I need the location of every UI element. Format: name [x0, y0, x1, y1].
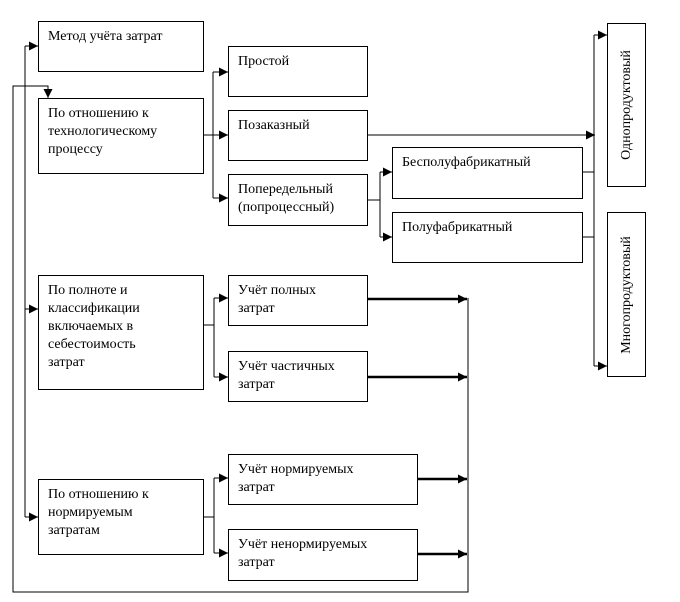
node-unnormed-cost: Учёт ненормируемых затрат	[228, 529, 418, 581]
node-semi: Полуфабрикатный	[392, 212, 583, 263]
node-completeness: По полноте и классификации включаемых в …	[38, 275, 204, 390]
node-tech-process: По отношению к технологическому процессу	[38, 98, 204, 174]
node-no-semi: Бесполуфабрикатный	[392, 147, 583, 199]
node-full-cost: Учёт полных затрат	[228, 275, 368, 326]
multi-product-label: Многопродуктовый	[618, 235, 634, 354]
node-normed: По отношению к нормируемым затратам	[38, 479, 204, 555]
single-product-label: Однопродуктовый	[618, 50, 634, 160]
node-partial-cost: Учёт частичных затрат	[228, 351, 368, 402]
node-single-product: Однопродуктовый	[607, 23, 646, 187]
node-method: Метод учёта затрат	[38, 21, 204, 72]
node-multi-product: Многопродуктовый	[607, 212, 646, 377]
node-normed-cost: Учёт нормируемых затрат	[228, 454, 418, 505]
node-order: Позаказный	[228, 110, 368, 161]
node-simple: Простой	[228, 46, 368, 97]
node-process: Попередельный (попроцессный)	[228, 174, 368, 226]
